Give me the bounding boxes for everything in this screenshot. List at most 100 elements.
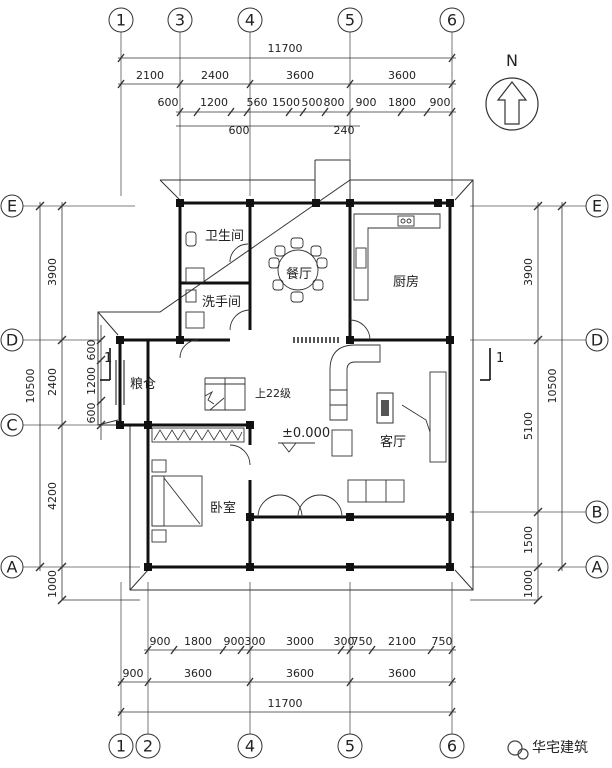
axis-bubble-top-1 [108,7,134,33]
dim-bottom-row1-5: 300 [334,635,355,648]
leader-line [401,404,431,433]
dim-bottom-row1-2: 900 [224,635,245,648]
axis-label-right-B: B [592,503,603,522]
walls [118,201,452,569]
axis-label-right-D: D [591,331,603,350]
axis-label-left-C: C [6,416,17,435]
axis-bubble-left-E [0,194,24,218]
room-label-living: 客厅 [380,434,406,450]
room-label-dining: 餐厅 [286,266,312,282]
wechat-logo-icon [507,740,529,760]
axis-label-bottom-4: 4 [245,737,255,756]
axis-label-top-5: 5 [345,11,355,30]
axis-bubble-top-6 [439,7,465,33]
dim-bottom-row2-0: 900 [123,667,144,680]
dim-right-row-3: 1000 [522,570,535,598]
axis-label-top-6: 6 [447,11,457,30]
dim-top-row1-2: 3600 [286,69,314,82]
axis-label-left-A: A [7,558,18,577]
bed [151,459,203,543]
dim-top-row2-7: 1800 [388,96,416,109]
right-dimensions [470,201,567,605]
room-label-bathroom: 卫生间 [205,229,244,244]
elevation-label: ±0.000 [282,426,330,441]
dim-bottom-row1-0: 900 [150,635,171,648]
axis-label-bottom-1: 1 [116,737,126,756]
bottom-dimensions [117,645,456,717]
axis-bubble-bottom-4 [237,733,263,759]
dim-top-row1-1: 2400 [201,69,229,82]
top-dimensions [117,53,456,127]
kitchen-counter [353,213,441,301]
dim-bottom-total: 11700 [268,697,303,710]
storage-window [115,360,125,405]
dim-top-row2-8: 900 [430,96,451,109]
dim-bottom-row2-1: 3600 [184,667,212,680]
doors [179,243,371,518]
axis-bubble-right-E [585,194,609,218]
dim-bottom-row2-3: 3600 [388,667,416,680]
dim-right-row-1: 5100 [522,412,535,440]
axis-label-right-A: A [592,558,603,577]
stairs-label: 上22级 [255,387,291,400]
dim-left-small-2: 600 [85,403,98,424]
axis-bubble-right-A [585,555,609,579]
dim-top-row2-5: 800 [324,96,345,109]
section-label-left: 1 [104,351,112,366]
dim-top-row2-2: 560 [247,96,268,109]
dim-bottom-row2-2: 3600 [286,667,314,680]
axis-bubble-left-A [0,555,24,579]
axis-label-top-3: 3 [175,11,185,30]
axis-bubble-bottom-2 [135,733,161,759]
dim-bottom-row1-6: 750 [352,635,373,648]
axis-bubble-top-4 [237,7,263,33]
room-label-washroom: 洗手间 [202,295,241,310]
room-label-bedroom: 卧室 [210,500,236,516]
dim-bottom-row1-1: 1800 [184,635,212,648]
section-mark [100,348,491,381]
axis-label-bottom-2: 2 [143,737,153,756]
axis-bubble-right-B [585,500,609,524]
dim-top-row2-4: 500 [302,96,323,109]
room-label-storage: 粮仓 [130,377,156,392]
dim-top-row2-6: 900 [356,96,377,109]
dim-top-row2-1: 1200 [200,96,228,109]
axis-bubble-top-3 [167,7,193,33]
north-label: N [506,51,518,70]
dim-left-row-1: 2400 [46,368,59,396]
grid-lines [20,32,588,738]
section-label-right: 1 [496,351,504,366]
bathroom-fixtures [185,231,205,329]
tv-cabinet [429,371,447,463]
dim-left-small-0: 600 [85,340,98,361]
dim-bottom-row1-4: 3000 [286,635,314,648]
dim-bottom-row1-7: 2100 [388,635,416,648]
dim-left-outer: 10500 [24,369,37,404]
stairs [204,377,246,411]
axis-label-bottom-5: 5 [345,737,355,756]
sofa [329,344,405,503]
dim-left-row-3: 1000 [46,570,59,598]
axis-bubble-top-5 [337,7,363,33]
watermark-text: 华宅建筑 [532,740,588,756]
axis-bubble-left-C [0,413,24,437]
dim-left-row-2: 4200 [46,482,59,510]
axis-label-left-D: D [6,331,18,350]
dim-top-row3-1: 240 [334,124,355,137]
elevation-icon [281,442,297,453]
axis-label-top-1: 1 [116,11,126,30]
dim-right-outer: 10500 [546,369,559,404]
coffee-table [376,392,394,424]
dim-bottom-row1-8: 750 [432,635,453,648]
dim-right-row-2: 1500 [522,526,535,554]
dim-left-small-1: 1200 [85,367,98,395]
dim-top-row2-0: 600 [158,96,179,109]
dim-bottom-row1-3: 300 [245,635,266,648]
dim-top-total: 11700 [268,42,303,55]
dim-left-row-0: 3900 [46,258,59,286]
axis-label-bottom-6: 6 [447,737,457,756]
room-label-kitchen: 厨房 [393,274,419,290]
dim-top-row1-0: 2100 [136,69,164,82]
dim-top-row1-3: 3600 [388,69,416,82]
